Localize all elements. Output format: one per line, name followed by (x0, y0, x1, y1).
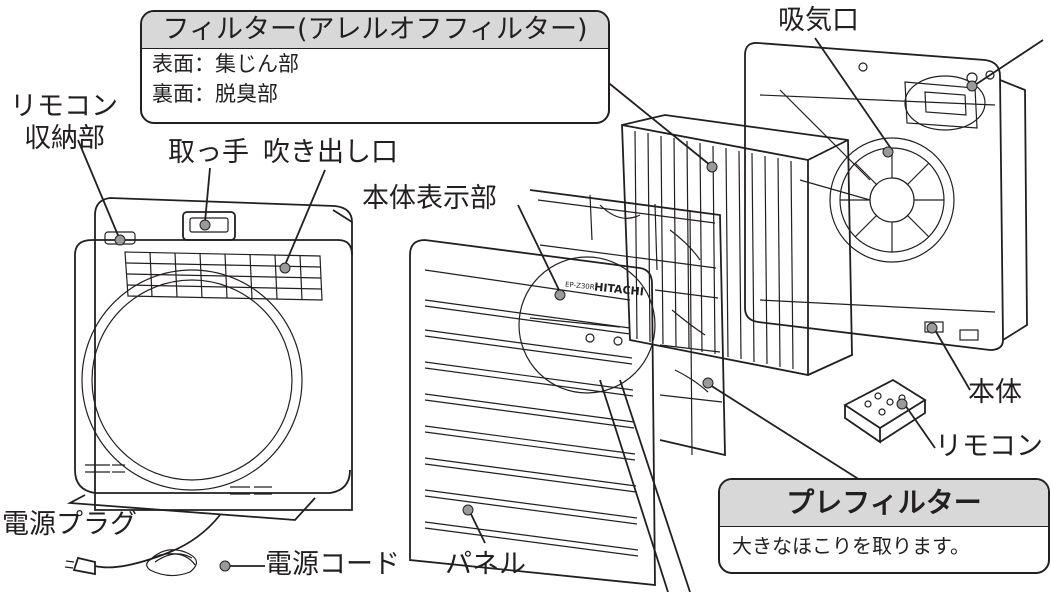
label-inlet: 吸気口 (778, 5, 859, 36)
filter-title: フィルター(アレルオフフィルター) (142, 12, 608, 49)
pre-filter (529, 189, 726, 457)
prefilter-desc: 大きなほこりを取ります。 (732, 534, 970, 558)
filter-surface: 表面：集じん部 (152, 52, 299, 76)
label-outlet: 吹き出し口 (263, 137, 398, 168)
leader-dots (114, 80, 978, 572)
label-remote-storage-1: リモコン (10, 91, 118, 122)
filter-back: 裏面：脱臭部 (152, 82, 278, 106)
label-display: 本体表示部 (362, 183, 497, 214)
label-remote: リモコン (935, 431, 1043, 462)
leader-lines (77, 37, 1044, 592)
assembled-unit (64, 197, 353, 577)
prefilter-title: プレフィルター (720, 480, 1048, 527)
label-remote-storage-2: 収納部 (24, 123, 105, 154)
label-panel: パネル (445, 549, 526, 580)
label-power-cord: 電源コード (265, 549, 400, 580)
prefilter-callout: プレフィルター 大きなほこりを取ります。 (718, 478, 1050, 574)
label-handle: 取っ手 (168, 137, 249, 168)
front-panel (409, 239, 656, 586)
main-filter (621, 114, 853, 376)
remote-control (843, 378, 927, 444)
filter-callout: フィルター(アレルオフフィルター) 表面：集じん部 裏面：脱臭部 (140, 10, 610, 124)
label-power-plug: 電源プラグ (2, 509, 137, 540)
main-body (744, 42, 1028, 351)
label-main-body: 本体 (968, 377, 1022, 408)
